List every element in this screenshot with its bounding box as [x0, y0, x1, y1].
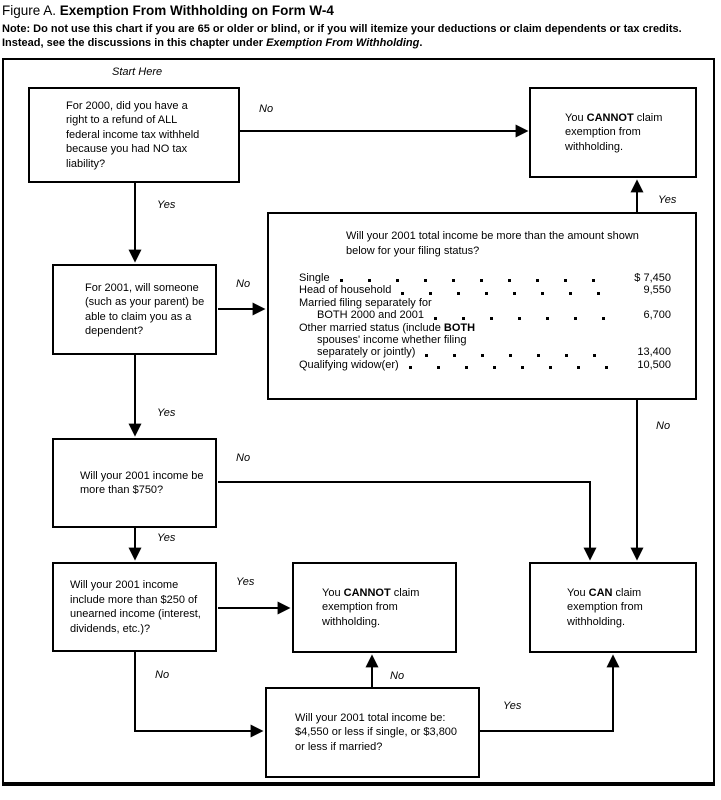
- box-question-dependent-text: For 2001, will someone (such as your par…: [85, 281, 205, 338]
- dot-leader: [425, 353, 613, 357]
- dot-leader: [434, 316, 613, 320]
- box-question-refund-2000: For 2000, did you have a right to a refu…: [28, 87, 240, 183]
- note-line-2-italic: Exemption From Withholding: [266, 36, 420, 49]
- box-cannot-claim-top: You CANNOT claim exemption from withhold…: [529, 87, 697, 178]
- box-question-unearned-250-text: Will your 2001 income include more than …: [70, 579, 201, 635]
- box-cannot-claim-middle-text: You CANNOT claim exemption from withhold…: [322, 586, 445, 630]
- label-no-unearned: No: [155, 669, 170, 681]
- can-post: claim exemption from withholding.: [567, 586, 643, 628]
- other-strong: BOTH: [443, 321, 476, 334]
- filing-status-heading: Will your 2001 total income be more than…: [346, 230, 639, 257]
- filing-row-mfs-line1: Married filing separately for: [299, 297, 671, 309]
- note-line-2-period: .: [419, 36, 423, 49]
- filing-status-rows: Single $ 7,450 Head of household 9,550 M…: [299, 272, 671, 371]
- note-line-1: Note: Do not use this chart if you are 6…: [2, 23, 682, 35]
- box-question-refund-2000-text: For 2000, did you have a right to a refu…: [66, 99, 200, 170]
- box-question-unearned-250: Will your 2001 income include more than …: [52, 562, 217, 652]
- box-filing-status-amounts: Will your 2001 total income be more than…: [267, 212, 697, 400]
- dot-leader: [408, 366, 613, 370]
- filing-row-head-of-household: Head of household 9,550: [299, 284, 671, 296]
- label-yes-total: Yes: [503, 700, 522, 712]
- box-question-income-750: Will your 2001 income be more than $750?: [52, 438, 217, 528]
- start-here-label: Start Here: [112, 66, 163, 78]
- filing-row-single-amount: $ 7,450: [634, 272, 671, 284]
- filing-row-mfs-line2-label: BOTH 2000 and 2001: [317, 309, 425, 322]
- box-question-income-750-text: Will your 2001 income be more than $750?: [80, 469, 204, 497]
- filing-row-other-line1-label: Other married status (include BOTH: [299, 322, 475, 334]
- cannot-mid-pre: You: [322, 586, 344, 599]
- label-yes-750: Yes: [157, 532, 176, 544]
- label-yes-refund: Yes: [157, 199, 176, 211]
- filing-row-other-line2: spouses' income whether filing: [299, 334, 671, 346]
- box-cannot-claim-middle: You CANNOT claim exemption from withhold…: [292, 562, 457, 653]
- box-can-claim-text: You CAN claim exemption from withholding…: [567, 586, 683, 630]
- filing-row-other-amount: 13,400: [637, 346, 671, 359]
- figure-title-prefix: Figure A.: [2, 3, 60, 18]
- chart-border: [2, 58, 715, 786]
- figure-note: Note: Do not use this chart if you are 6…: [2, 23, 682, 50]
- box-question-total-income-text: Will your 2001 total income be: $4,550 o…: [295, 711, 458, 753]
- box-question-total-income: Will your 2001 total income be: $4,550 o…: [265, 687, 480, 778]
- label-no-filing: No: [656, 420, 671, 432]
- filing-row-other-line1: Other married status (include BOTH: [299, 322, 671, 334]
- dot-leader: [339, 279, 613, 283]
- filing-row-widow-label: Qualifying widow(er): [299, 358, 399, 371]
- filing-row-other-line3-label: separately or jointly): [317, 346, 416, 359]
- label-no-refund: No: [259, 103, 274, 115]
- filing-row-widow-amount: 10,500: [637, 358, 671, 371]
- label-yes-unearned: Yes: [236, 576, 255, 588]
- cannot-mid-post: claim exemption from withholding.: [322, 586, 420, 628]
- other-pre: Other married status (include: [299, 321, 444, 334]
- filing-row-single: Single $ 7,450: [299, 272, 671, 284]
- label-yes-dependent: Yes: [157, 407, 176, 419]
- figure-title: Figure A. Exemption From Withholding on …: [2, 3, 334, 18]
- filing-row-hoh-amount: 9,550: [643, 284, 671, 297]
- filing-row-single-label: Single: [299, 272, 330, 284]
- note-line-2-text: Instead, see the discussions in this cha…: [2, 36, 267, 49]
- can-pre: You: [567, 586, 589, 599]
- can-strong: CAN: [588, 586, 613, 599]
- box-cannot-claim-top-text: You CANNOT claim exemption from withhold…: [565, 111, 681, 155]
- filing-row-mfs-line2: BOTH 2000 and 2001 6,700: [299, 309, 671, 321]
- filing-row-other-line3: separately or jointly) 13,400: [299, 346, 671, 358]
- label-no-total: No: [390, 670, 405, 682]
- filing-row-widow: Qualifying widow(er) 10,500: [299, 359, 671, 371]
- filing-row-hoh-label: Head of household: [299, 284, 392, 297]
- label-yes-filing: Yes: [658, 194, 677, 206]
- note-line-2: Instead, see the discussions in this cha…: [2, 37, 682, 51]
- cannot-top-pre: You: [565, 111, 587, 124]
- label-no-dependent: No: [236, 278, 251, 290]
- filing-row-mfs-amount: 6,700: [643, 309, 671, 322]
- cannot-mid-strong: CANNOT: [343, 586, 391, 599]
- filing-row-other-line2-label: spouses' income whether filing: [317, 334, 467, 347]
- figure-title-main: Exemption From Withholding on Form W-4: [59, 3, 334, 18]
- filing-row-mfs-line1-label: Married filing separately for: [299, 296, 432, 309]
- dot-leader: [401, 291, 613, 295]
- box-can-claim: You CAN claim exemption from withholding…: [529, 562, 697, 653]
- box-question-dependent: For 2001, will someone (such as your par…: [52, 264, 217, 355]
- cannot-top-strong: CANNOT: [586, 111, 634, 124]
- cannot-top-post: claim exemption from withholding.: [565, 111, 663, 153]
- label-no-750: No: [236, 452, 251, 464]
